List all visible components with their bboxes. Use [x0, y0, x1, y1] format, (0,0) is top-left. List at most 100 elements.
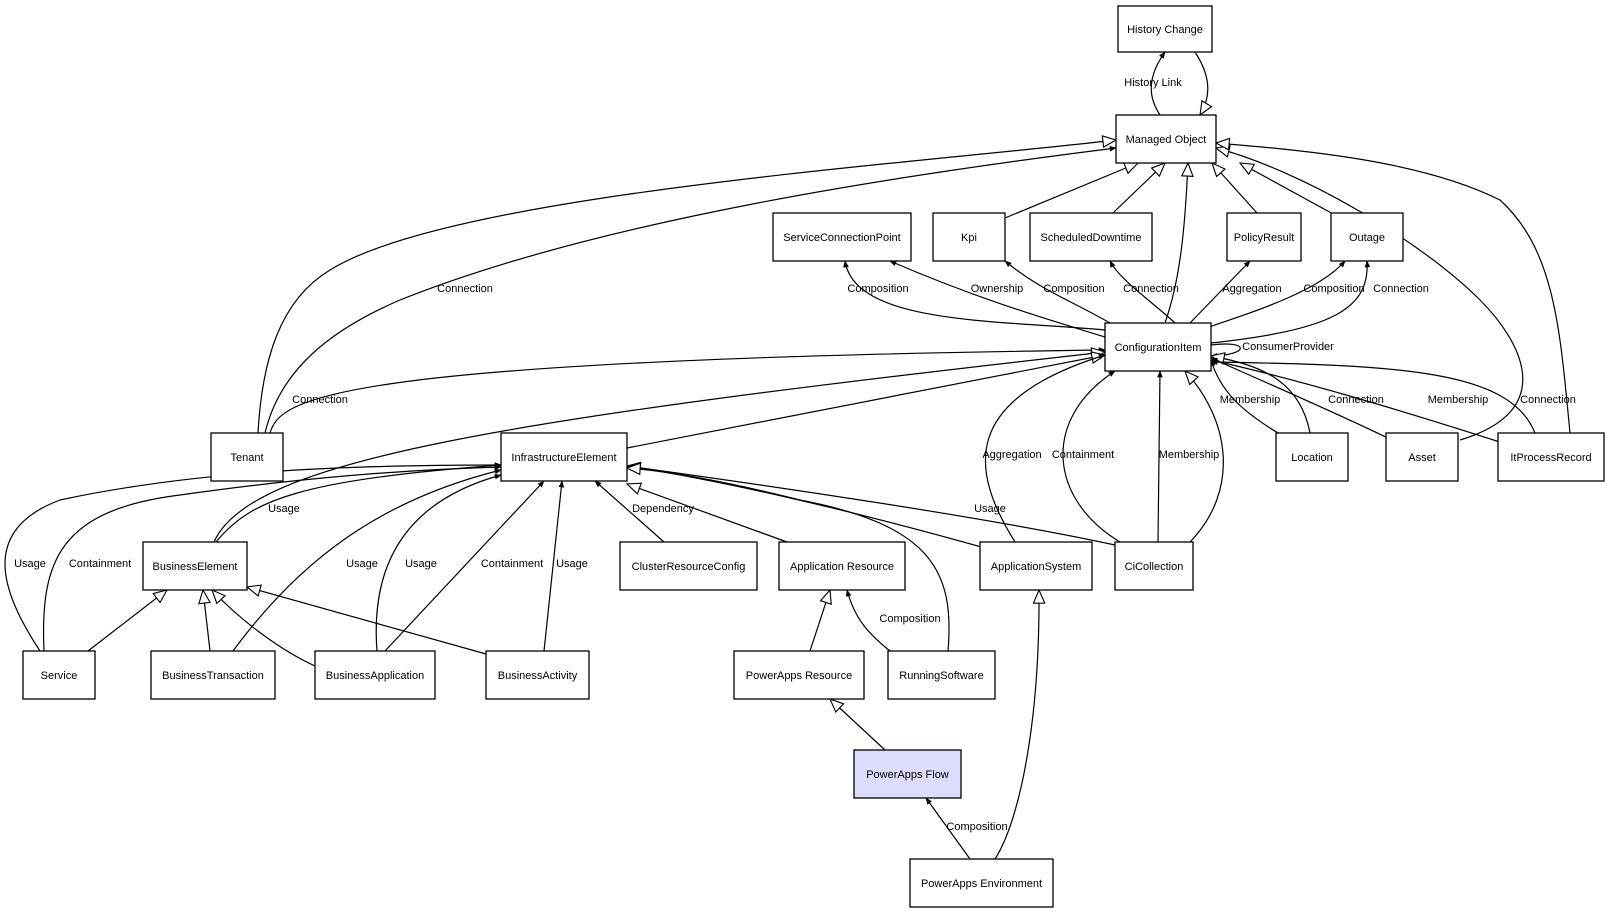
edge-label: Connection: [1328, 394, 1384, 406]
edge-business-application-to-infrastructure-element: [384, 480, 545, 652]
edge-configuration-item-to-outage: [1210, 260, 1371, 344]
node-kpi[interactable]: Kpi: [932, 212, 1006, 262]
edge-label: Connection: [292, 394, 348, 406]
node-ci-collection[interactable]: CiCollection: [1114, 541, 1194, 591]
node-box[interactable]: [979, 541, 1093, 591]
node-powerapps-environment[interactable]: PowerApps Environment: [909, 858, 1054, 908]
node-box[interactable]: [887, 650, 996, 700]
edge-running-software-to-infrastructure-element-inheritance: [627, 468, 950, 652]
node-service[interactable]: Service: [22, 650, 96, 700]
edge-powerapps-flow-to-powerapps-resource-inheritance: [830, 699, 886, 751]
node-label: Tenant: [230, 452, 263, 464]
edge-label: History Link: [1124, 77, 1182, 89]
node-box[interactable]: [1029, 212, 1153, 262]
edge-label: ConsumerProvider: [1242, 341, 1334, 353]
node-box[interactable]: [1226, 212, 1302, 262]
node-outage[interactable]: Outage: [1330, 212, 1404, 262]
node-box[interactable]: [1114, 541, 1194, 591]
edge-label: Usage: [556, 558, 588, 570]
edge-label: Composition: [1303, 283, 1364, 295]
edge-label: Containment: [481, 558, 543, 570]
node-application-system[interactable]: ApplicationSystem: [979, 541, 1093, 591]
node-label: Location: [1291, 452, 1333, 464]
edge-label: Dependency: [632, 503, 694, 515]
edge-label: Usage: [14, 558, 46, 570]
node-box[interactable]: [1104, 322, 1212, 372]
edge-powerapps-environment-to-powerapps-flow: [925, 797, 971, 860]
node-box[interactable]: [733, 650, 865, 700]
node-box[interactable]: [619, 541, 758, 591]
node-application-resource[interactable]: Application Resource: [778, 541, 906, 591]
node-box[interactable]: [150, 650, 276, 700]
node-business-activity[interactable]: BusinessActivity: [485, 650, 590, 700]
node-box[interactable]: [314, 650, 436, 700]
node-box[interactable]: [1115, 114, 1217, 164]
node-business-element[interactable]: BusinessElement: [142, 541, 248, 591]
edge-configuration-item-to-outage: [1199, 260, 1346, 331]
node-label: ItProcessRecord: [1510, 452, 1591, 464]
edge-running-software-to-application-resource: [845, 589, 891, 652]
node-box[interactable]: [1497, 432, 1605, 482]
edge-location-to-configuration-item: [1210, 359, 1279, 434]
edge-scheduled-downtime-to-managed-object-inheritance: [1112, 163, 1165, 214]
node-location[interactable]: Location: [1275, 432, 1349, 482]
node-box[interactable]: [142, 541, 248, 591]
edge-label: Composition: [946, 821, 1007, 833]
node-label: BusinessApplication: [326, 670, 424, 682]
edge-business-application-to-infrastructure-element: [375, 473, 502, 652]
edge-business-application-to-business-element-inheritance: [212, 590, 316, 667]
node-box[interactable]: [778, 541, 906, 591]
node-box[interactable]: [853, 749, 962, 799]
node-cluster-resource-config[interactable]: ClusterResourceConfig: [619, 541, 758, 591]
node-business-application[interactable]: BusinessApplication: [314, 650, 436, 700]
edge-label: Composition: [1043, 283, 1104, 295]
node-box[interactable]: [210, 432, 284, 482]
node-policy-result[interactable]: PolicyResult: [1226, 212, 1302, 262]
node-history-change[interactable]: History Change: [1117, 5, 1213, 53]
node-service-connection-point[interactable]: ServiceConnectionPoint: [772, 212, 912, 262]
node-label: PowerApps Flow: [866, 769, 949, 781]
node-powerapps-flow[interactable]: PowerApps Flow: [853, 749, 962, 799]
edge-ci-collection-to-configuration-item-inheritance: [1185, 371, 1224, 543]
node-label: Kpi: [961, 232, 977, 244]
edge-tenant-to-managed-object: [264, 146, 1117, 434]
node-label: Service: [41, 670, 78, 682]
node-box[interactable]: [909, 858, 1054, 908]
node-box[interactable]: [1330, 212, 1404, 262]
edge-configuration-item-to-policy-result: [1189, 260, 1251, 324]
edge-powerapps-resource-to-application-resource-inheritance: [809, 590, 830, 652]
edge-business-activity-to-infrastructure-element: [543, 480, 565, 652]
edge-label: Usage: [268, 503, 300, 515]
node-managed-object[interactable]: Managed Object: [1115, 114, 1217, 164]
node-box[interactable]: [500, 432, 628, 482]
node-configuration-item[interactable]: ConfigurationItem: [1104, 322, 1212, 372]
node-box[interactable]: [1117, 5, 1213, 53]
node-label: ConfigurationItem: [1115, 342, 1202, 354]
node-business-transaction[interactable]: BusinessTransaction: [150, 650, 276, 700]
node-box[interactable]: [22, 650, 96, 700]
edge-label: Composition: [847, 283, 908, 295]
node-box[interactable]: [932, 212, 1006, 262]
edge-label: Usage: [346, 558, 378, 570]
node-box[interactable]: [1275, 432, 1349, 482]
node-box[interactable]: [1385, 432, 1459, 482]
node-asset[interactable]: Asset: [1385, 432, 1459, 482]
edge-ci-collection-to-infrastructure-element: [626, 464, 1116, 546]
node-box[interactable]: [772, 212, 912, 262]
node-it-process-record[interactable]: ItProcessRecord: [1497, 432, 1605, 482]
node-box[interactable]: [485, 650, 590, 700]
edge-it-process-record-to-configuration-item: [1210, 358, 1504, 444]
node-infrastructure-element[interactable]: InfrastructureElement: [500, 432, 628, 482]
edge-label: Connection: [1123, 283, 1179, 295]
edge-it-process-record-to-configuration-item: [1210, 359, 1536, 434]
edge-ci-collection-to-configuration-item: [1062, 370, 1121, 543]
node-running-software[interactable]: RunningSoftware: [887, 650, 996, 700]
edge-service-to-infrastructure-element: [4, 462, 502, 652]
node-powerapps-resource[interactable]: PowerApps Resource: [733, 650, 865, 700]
edge-business-activity-to-business-element-inheritance: [247, 587, 487, 655]
edge-configuration-item-to-service-connection-point: [843, 260, 1106, 331]
node-scheduled-downtime[interactable]: ScheduledDowntime: [1029, 212, 1153, 262]
edge-label: Containment: [1052, 449, 1114, 461]
node-tenant[interactable]: Tenant: [210, 432, 284, 482]
